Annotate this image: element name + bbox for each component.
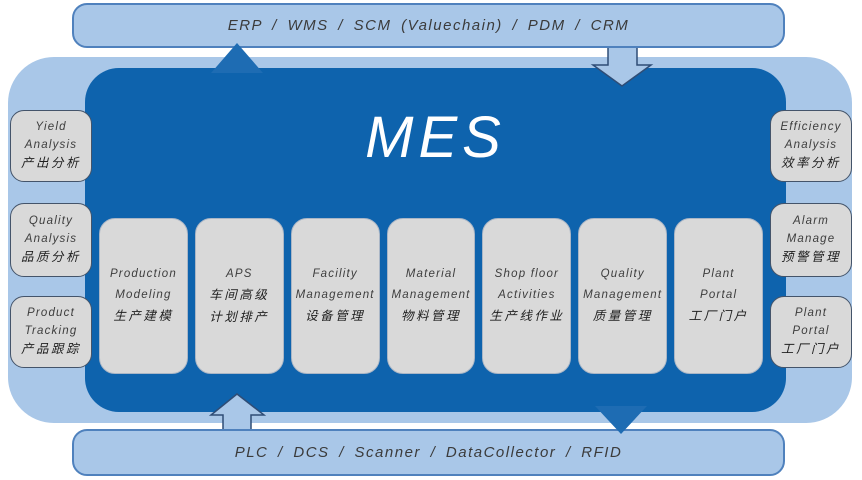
side-card-line-en: Quality (28, 215, 74, 228)
outer-frame: MES Production Modeling 生产建模 APS 车间高级 计划… (8, 57, 852, 423)
module-line-en: Activities (498, 288, 556, 301)
module-line-zh: 计划排产 (209, 309, 270, 324)
module-line-zh: 工厂门户 (688, 308, 749, 323)
module-card-facility-management: Facility Management 设备管理 (290, 218, 380, 374)
side-card-yield-analysis: Yield Analysis 产出分析 (10, 110, 92, 182)
side-card-line-en: Product (26, 307, 76, 320)
side-card-line-en: Analysis (24, 232, 78, 245)
bottom-bar-label: PLC / DCS / Scanner / DataCollector / RF… (234, 444, 623, 461)
top-bar-label: ERP / WMS / SCM (Valuechain) / PDM / CRM (227, 17, 630, 34)
side-card-line-en: Efficiency (780, 121, 842, 134)
erp-systems-bar: ERP / WMS / SCM (Valuechain) / PDM / CRM (72, 3, 785, 48)
module-card-material-management: Material Management 物料管理 (386, 218, 476, 374)
side-card-line-en: Alarm (792, 215, 830, 228)
module-line-en: Modeling (115, 288, 172, 301)
side-card-alarm-manage: Alarm Manage 预警管理 (770, 203, 852, 277)
side-card-line-en: Analysis (784, 138, 838, 151)
side-card-line-zh: 产品跟踪 (20, 341, 81, 356)
side-card-product-tracking: Product Tracking 产品跟踪 (10, 296, 92, 368)
module-line-en: APS (225, 267, 253, 280)
module-line-zh: 生产建模 (113, 308, 174, 323)
side-card-line-zh: 效率分析 (780, 155, 841, 170)
module-line-en: Production (109, 268, 177, 281)
side-card-line-zh: 工厂门户 (780, 341, 841, 356)
module-card-production-modeling: Production Modeling 生产建模 (99, 218, 188, 374)
mes-title: MES (365, 105, 506, 170)
module-line-en: Management (391, 288, 471, 301)
module-line-en: Shop floor (494, 268, 560, 281)
side-card-efficiency-analysis: Efficiency Analysis 效率分析 (770, 110, 852, 182)
module-card-quality-management: Quality Management 质量管理 (578, 218, 668, 374)
device-layer-bar: PLC / DCS / Scanner / DataCollector / RF… (72, 429, 785, 476)
side-card-line-zh: 品质分析 (20, 249, 81, 264)
side-card-line-en: Tracking (24, 324, 78, 337)
module-card-plant-portal: Plant Portal 工厂门户 (674, 218, 764, 374)
module-line-en: Facility (312, 268, 358, 281)
module-line-en: Material (405, 268, 457, 281)
module-line-zh: 车间高级 (209, 287, 270, 302)
module-line-en: Management (583, 288, 663, 301)
module-line-en: Quality (600, 268, 645, 281)
side-card-quality-analysis: Quality Analysis 品质分析 (10, 203, 92, 277)
side-card-line-en: Manage (786, 232, 836, 245)
side-card-plant-portal-right: Plant Portal 工厂门户 (770, 296, 852, 368)
module-card-aps: APS 车间高级 计划排产 (194, 218, 284, 374)
module-line-zh: 生产线作业 (489, 308, 565, 323)
side-card-line-en: Analysis (24, 138, 78, 151)
side-card-line-en: Yield (35, 121, 67, 134)
side-card-line-zh: 产出分析 (20, 155, 81, 170)
module-line-en: Plant (702, 268, 735, 281)
module-line-zh: 物料管理 (401, 308, 462, 323)
module-line-en: Management (295, 288, 375, 301)
side-card-line-zh: 预警管理 (780, 249, 841, 264)
side-card-line-en: Portal (792, 324, 830, 337)
module-line-zh: 质量管理 (592, 308, 653, 323)
module-line-zh: 设备管理 (305, 308, 366, 323)
module-line-en: Portal (699, 288, 738, 301)
module-row: Production Modeling 生产建模 APS 车间高级 计划排产 F… (99, 218, 764, 374)
side-card-line-en: Plant (794, 307, 828, 320)
module-card-shop-floor-activities: Shop floor Activities 生产线作业 (482, 218, 572, 374)
